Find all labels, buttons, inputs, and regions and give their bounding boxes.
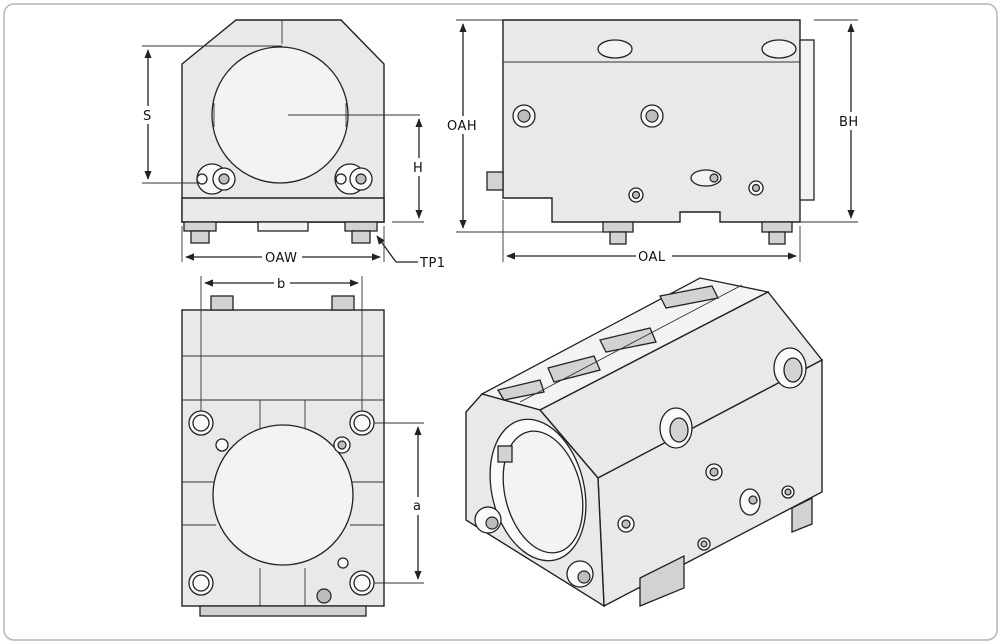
dim-label-bh: BH [839, 115, 859, 130]
sheet-border [3, 3, 998, 641]
dim-label-s: S [143, 109, 152, 124]
dim-label-oah: OAH [447, 119, 477, 134]
dim-label-oaw: OAW [265, 251, 298, 266]
side-view: OAH BH OAL [446, 19, 864, 265]
front-view: S H OAW TP1 [140, 19, 446, 271]
bottom-bore [212, 424, 354, 566]
dim-label-a: a [413, 499, 421, 514]
dim-label-h: H [413, 161, 423, 176]
isometric-view [465, 277, 824, 608]
dim-label-oal: OAL [638, 250, 666, 265]
bottom-view: b a [181, 274, 426, 617]
dim-label-b: b [277, 277, 286, 292]
label-tp1: TP1 [419, 256, 446, 271]
